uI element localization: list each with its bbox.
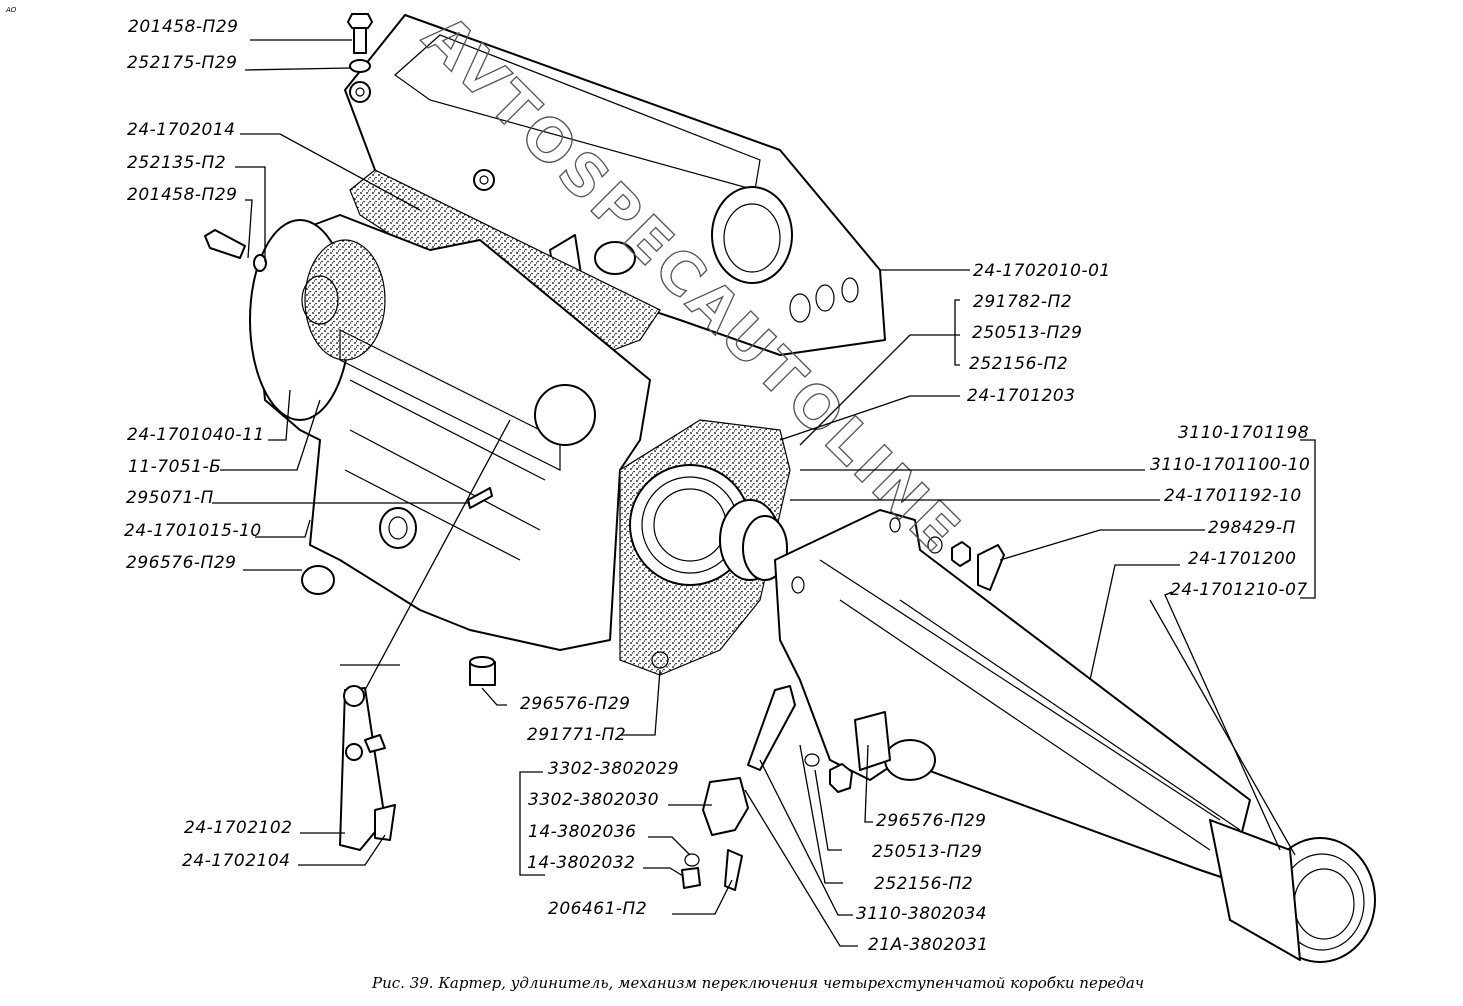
figure-caption: Рис. 39. Картер, удлинитель, механизм пе… (371, 974, 1144, 992)
label-24-1702010-01: 24-1702010-01 (973, 261, 1111, 281)
corner-mark: АО (5, 6, 17, 14)
label-295071-p: 295071-П (126, 488, 214, 508)
extension-housing-drawing (774, 509, 1376, 963)
label-250513-p29-right: 250513-П29 (872, 842, 982, 862)
label-24-1701040-11: 24-1701040-11 (127, 425, 265, 445)
label-24-1701200: 24-1701200 (1188, 549, 1296, 569)
label-14-3802036: 14-3802036 (528, 822, 636, 842)
label-296576-p29-bottom: 296576-П29 (520, 694, 630, 714)
label-252156-p2-right: 252156-П2 (874, 874, 973, 894)
small-parts-drawing (204, 13, 1005, 891)
label-250513-p29-top: 250513-П29 (972, 323, 1082, 343)
label-3302-3802029: 3302-3802029 (548, 759, 679, 779)
label-24-1701192-10: 24-1701192-10 (1164, 486, 1302, 506)
gearbox-case-drawing (249, 214, 651, 651)
label-291782-p2: 291782-П2 (973, 292, 1072, 312)
label-3110-1701198: 3110-1701198 (1178, 423, 1309, 443)
label-24-1702102: 24-1702102 (184, 818, 292, 838)
label-24-1701210-07: 24-1701210-07 (1170, 580, 1308, 600)
label-3302-3802030: 3302-3802030 (528, 790, 659, 810)
label-252135-p2: 252135-П2 (127, 153, 226, 173)
gearbox-illustration (204, 13, 1376, 963)
label-252156-p2-top: 252156-П2 (969, 354, 1068, 374)
label-201458-p29-top: 201458-П29 (128, 17, 238, 37)
label-296576-p29-right: 296576-П29 (876, 811, 986, 831)
label-21a-3802031: 21А-3802031 (868, 935, 989, 955)
label-3110-1701100-10: 3110-1701100-10 (1150, 455, 1310, 475)
label-291771-p2: 291771-П2 (527, 725, 626, 745)
label-24-1701015-10: 24-1701015-10 (124, 521, 262, 541)
label-296576-p29-left: 296576-П29 (126, 553, 236, 573)
label-201458-p29-side: 201458-П29 (127, 185, 237, 205)
rear-gear-drawing (619, 419, 791, 676)
label-24-1702014: 24-1702014 (127, 120, 235, 140)
label-24-1702104: 24-1702104 (182, 851, 290, 871)
label-206461-p2: 206461-П2 (548, 899, 647, 919)
leader-lines (212, 39, 1316, 947)
part-labels: 201458-П29 252175-П29 24-1702014 252135-… (124, 17, 1310, 955)
label-14-3802032: 14-3802032 (527, 853, 635, 873)
label-24-1701203: 24-1701203 (967, 386, 1075, 406)
label-11-7051-b: 11-7051-Б (128, 457, 221, 477)
label-298429-p: 298429-П (1208, 518, 1296, 538)
label-252175-p29: 252175-П29 (127, 53, 237, 73)
label-3110-3802034: 3110-3802034 (856, 904, 987, 924)
